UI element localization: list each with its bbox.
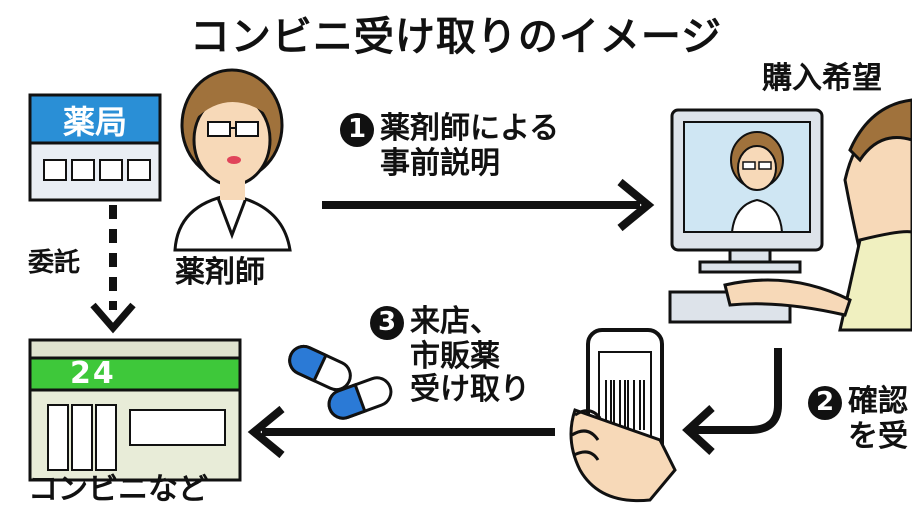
step1-line2: 事前説明 xyxy=(380,145,500,181)
step1-number: 1 xyxy=(340,112,374,147)
step3-arrow xyxy=(247,405,555,459)
step2-arrow xyxy=(682,348,782,455)
conbini-sign: 24 xyxy=(70,356,116,391)
step1-arrow xyxy=(322,178,655,232)
step3-line2: 市販薬 xyxy=(410,338,500,374)
pharmacy-sign: 薬局 xyxy=(62,103,127,141)
step2-number: 2 xyxy=(808,385,842,420)
smartphone-icon xyxy=(569,328,677,503)
step2-line2: を受 xyxy=(848,418,908,454)
conbini-label: コンビニなど xyxy=(28,472,208,507)
monitor-icon xyxy=(670,108,824,274)
buyer-label: 購入希望 xyxy=(762,61,882,96)
step3-line3: 受け取り xyxy=(410,371,530,407)
step2-line1: 確認 xyxy=(848,384,908,419)
diagram-title: コンビニ受け取りのイメージ xyxy=(189,14,723,60)
pharmacist-label: 薬剤師 xyxy=(175,255,265,290)
step1-line1: 薬剤師による xyxy=(380,111,560,146)
consign-arrow xyxy=(90,205,136,334)
step3-line1: 来店、 xyxy=(410,304,500,339)
buyer-icon xyxy=(723,98,912,332)
step3-number: 3 xyxy=(370,305,404,340)
pharmacist-icon xyxy=(173,68,292,252)
pills-icon xyxy=(288,344,393,420)
pharmacy-icon xyxy=(28,93,162,202)
consign-label: 委託 xyxy=(28,248,81,278)
convenience-store-icon xyxy=(28,338,242,482)
